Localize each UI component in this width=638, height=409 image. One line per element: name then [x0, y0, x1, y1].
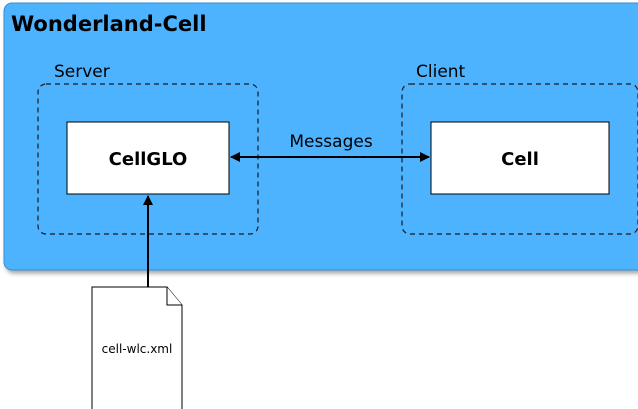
- cell-box: [430, 121, 610, 195]
- cell-box-label: Cell: [501, 149, 539, 170]
- client-region-label: Client: [416, 62, 466, 82]
- server-region-label: Server: [54, 62, 110, 82]
- panel-title: Wonderland-Cell: [11, 12, 207, 36]
- wonderland-cell-panel: [3, 2, 638, 271]
- cellglo-box: [66, 121, 230, 195]
- document-icon: [91, 286, 183, 409]
- messages-label: Messages: [289, 132, 373, 152]
- file-name-label: cell-wlc.xml: [102, 342, 173, 356]
- cellglo-box-label: CellGLO: [109, 149, 188, 170]
